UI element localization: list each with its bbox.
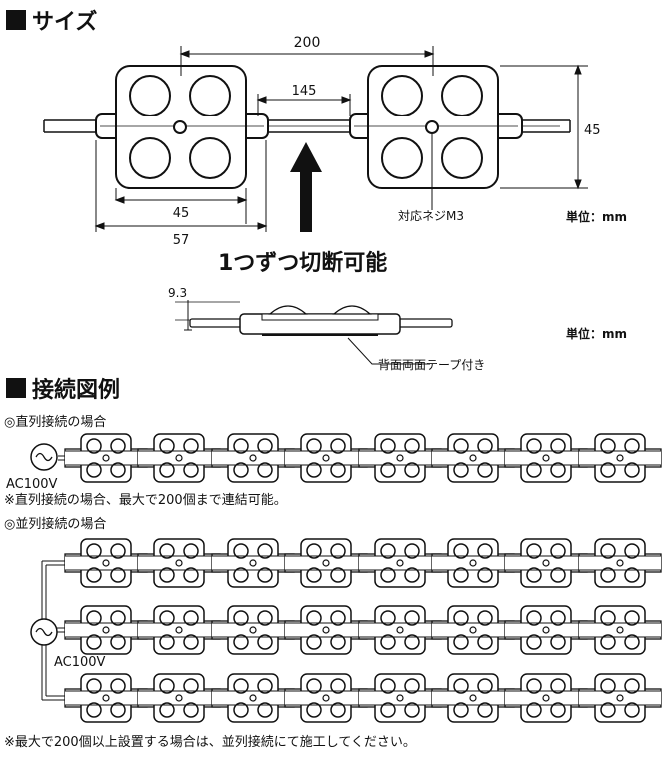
- led-module-left: [95, 65, 269, 189]
- series-module-1-3: [211, 433, 295, 483]
- parallel-module-2-3: [211, 605, 295, 655]
- parallel-module-1-8: [578, 538, 662, 588]
- parallel-module-2-5: [358, 605, 442, 655]
- wiring-heading: 接続図例: [32, 377, 120, 403]
- size-heading: サイズ: [32, 9, 97, 35]
- dim-57-label: 57: [173, 233, 190, 248]
- series-module-1-8: [578, 433, 662, 483]
- cut-arrow-icon: [290, 142, 322, 232]
- parallel-module-3-1: [64, 673, 148, 723]
- parallel-module-3-4: [284, 673, 368, 723]
- side-view: [175, 300, 453, 336]
- series-module-1-2: [137, 433, 221, 483]
- parallel-module-2-1: [64, 605, 148, 655]
- parallel-module-2-7: [504, 605, 588, 655]
- parallel-module-3-7: [504, 673, 588, 723]
- parallel-module-2-4: [284, 605, 368, 655]
- parallel-module-1-6: [431, 538, 515, 588]
- parallel-module-2-6: [431, 605, 515, 655]
- parallel-module-1-1: [64, 538, 148, 588]
- series-module-1-4: [284, 433, 368, 483]
- parallel-module-1-2: [137, 538, 221, 588]
- parallel-module-3-2: [137, 673, 221, 723]
- dim-45-v-label: 45: [584, 123, 601, 138]
- unit-label-2: 単位：mm: [566, 326, 627, 341]
- parallel-rows: [30, 538, 662, 723]
- parallel-module-2-8: [578, 605, 662, 655]
- series-module-1-6: [431, 433, 515, 483]
- tape-leader: [347, 337, 430, 365]
- dimension-145: [256, 94, 352, 116]
- series-row: [30, 433, 662, 483]
- dim-200-label: 200: [294, 35, 321, 51]
- led-module-right: [349, 65, 523, 189]
- parallel-ac-label: AC100V: [54, 655, 106, 670]
- bottom-note: ※最大で200個以上設置する場合は、並列接続にて施工してください。: [4, 734, 416, 750]
- parallel-module-1-3: [211, 538, 295, 588]
- parallel-module-1-4: [284, 538, 368, 588]
- series-module-1-5: [358, 433, 442, 483]
- cut-caption: 1つずつ切断可能: [218, 250, 387, 276]
- screw-label: 対応ネジM3: [398, 209, 464, 223]
- section-marker-icon-2: [6, 378, 26, 398]
- parallel-title: ◎並列接続の場合: [4, 516, 106, 532]
- parallel-module-3-6: [431, 673, 515, 723]
- dimension-45-vertical: [500, 64, 588, 190]
- section-marker-icon: [6, 10, 26, 30]
- series-note: ※直列接続の場合、最大で200個まで連結可能。: [4, 492, 287, 508]
- unit-label-1: 単位：mm: [566, 209, 627, 224]
- dimension-200: [179, 46, 435, 76]
- parallel-module-3-5: [358, 673, 442, 723]
- series-title: ◎直列接続の場合: [4, 414, 106, 430]
- dim-45-h-label: 45: [173, 206, 190, 221]
- parallel-module-3-3: [211, 673, 295, 723]
- dim-9-3-label: 9.3: [168, 286, 187, 300]
- dimension-45-horizontal: [114, 188, 248, 224]
- parallel-module-3-8: [578, 673, 662, 723]
- series-ac-label: AC100V: [6, 477, 58, 492]
- dimension-57: [94, 140, 268, 232]
- series-module-1-1: [64, 433, 148, 483]
- parallel-module-2-2: [137, 605, 221, 655]
- parallel-module-1-5: [358, 538, 442, 588]
- tape-label: 背面両面テープ付き: [378, 358, 485, 372]
- series-module-1-7: [504, 433, 588, 483]
- parallel-module-1-7: [504, 538, 588, 588]
- dim-145-label: 145: [292, 84, 317, 99]
